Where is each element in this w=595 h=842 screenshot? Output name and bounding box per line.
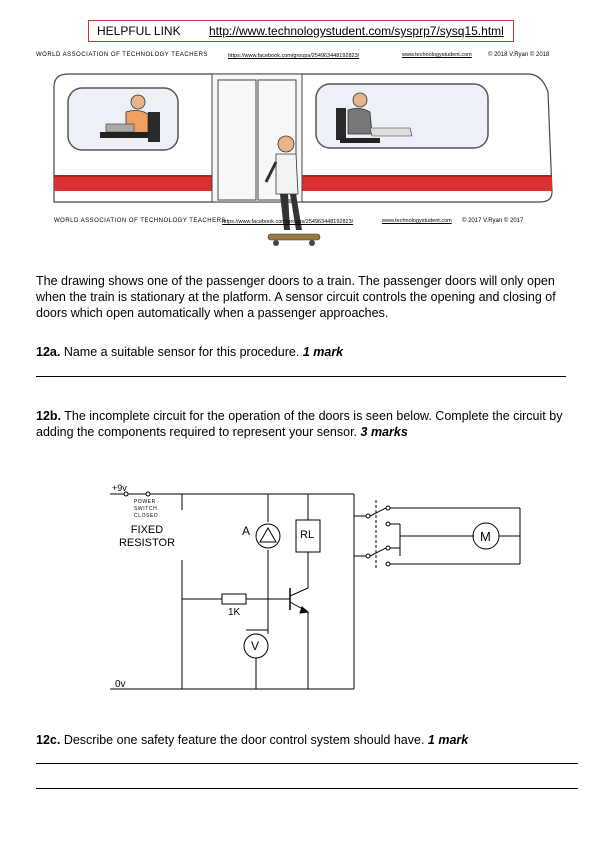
helpful-link-url[interactable]: http://www.technologystudent.com/sysprp7… (209, 24, 504, 38)
credit-copyright-top: © 2018 V.Ryan © 2018 (488, 52, 550, 58)
credit-org-top: WORLD ASSOCIATION OF TECHNOLOGY TEACHERS (36, 52, 208, 58)
motor-label: M (480, 529, 491, 544)
question-12a-marks: 1 mark (302, 345, 344, 359)
question-12b-text: The incomplete circuit for the operation… (36, 409, 563, 439)
intro-paragraph: The drawing shows one of the passenger d… (36, 274, 556, 320)
question-12b-marks: 3 marks (360, 425, 408, 439)
credit-org-bottom: WORLD ASSOCIATION OF TECHNOLOGY TEACHERS (54, 218, 226, 224)
train-illustration (53, 73, 553, 246)
question-12c-marks: 1 mark (427, 733, 469, 747)
relay-label: RL (300, 529, 315, 541)
question-12c-text: Describe one safety feature the door con… (60, 733, 428, 747)
question-12b-number: 12b. (36, 409, 62, 423)
base-resistor-label: 1K (228, 607, 241, 618)
ammeter-label: A (242, 524, 251, 538)
question-12b: 12b. The incomplete circuit for the oper… (36, 408, 571, 440)
question-12a-number: 12a. (36, 345, 61, 359)
helpful-link-label: HELPFUL LINK (97, 24, 181, 38)
question-12a: 12a. Name a suitable sensor for this pro… (36, 345, 568, 359)
credit-site-top[interactable]: www.technologystudent.com (402, 52, 472, 58)
question-12c-number: 12c. (36, 733, 61, 747)
answer-line-12c-2[interactable] (36, 788, 578, 789)
voltmeter-label: V (251, 639, 260, 653)
question-12a-text: Name a suitable sensor for this procedur… (60, 345, 303, 359)
question-12c: 12c. Describe one safety feature the doo… (36, 733, 576, 747)
power-switch-label: POWER SWITCH CLOSED (134, 499, 159, 519)
circuit-diagram (110, 491, 521, 690)
fixed-resistor-label: FIXED RESISTOR (118, 524, 176, 549)
credit-site-bottom[interactable]: www.technologystudent.com (382, 218, 452, 224)
answer-line-12a[interactable] (36, 376, 566, 377)
supply-label: +9v (112, 483, 127, 493)
credit-facebook-top[interactable]: https://www.facebook.com/groups/25496344… (228, 53, 360, 59)
credit-facebook-bottom[interactable]: https://www.facebook.com/groups/25496344… (222, 219, 354, 225)
helpful-link-box: HELPFUL LINK http://www.technologystuden… (88, 20, 514, 42)
answer-line-12c-1[interactable] (36, 763, 578, 764)
credit-copyright-bottom: © 2017 V.Ryan © 2017 (462, 218, 524, 224)
ground-label: 0v (115, 679, 126, 690)
